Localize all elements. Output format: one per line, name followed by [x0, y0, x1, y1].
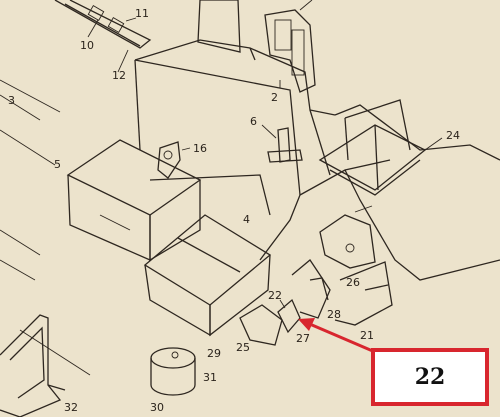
basket-24 [318, 99, 443, 196]
callout-box: 22 [371, 348, 489, 406]
label-5: 5 [54, 158, 61, 171]
peg-6 [261, 124, 303, 163]
label-16: 16 [193, 142, 207, 155]
callout-arrow [298, 318, 376, 354]
box-5 [66, 139, 202, 262]
clamp-16 [157, 141, 191, 179]
label-2: 2 [271, 91, 278, 104]
housing-21 [334, 261, 393, 326]
label-11: 11 [135, 7, 149, 20]
label-4: 4 [243, 213, 250, 226]
label-28: 28 [327, 308, 341, 321]
cylinder-30 [150, 347, 196, 396]
label-32: 32 [64, 401, 78, 414]
upper-mechanism-2 [264, 0, 316, 93]
label-26: 26 [346, 276, 360, 289]
label-29: 29 [207, 347, 221, 360]
label-10: 10 [80, 39, 94, 52]
label-21: 21 [360, 329, 374, 342]
label-22: 22 [268, 289, 282, 302]
rail-assembly [54, 0, 152, 73]
frame-32 [0, 314, 66, 417]
label-24: 24 [446, 129, 460, 142]
bracket-assembly [239, 259, 331, 346]
label-3: 3 [8, 94, 15, 107]
top-plate [197, 0, 241, 53]
label-6: 6 [250, 115, 257, 128]
label-12: 12 [112, 69, 126, 82]
label-27: 27 [296, 332, 310, 345]
box-4 [143, 214, 272, 337]
label-30: 30 [150, 401, 164, 414]
bracket-26 [319, 205, 376, 269]
label-25: 25 [236, 341, 250, 354]
label-31: 31 [203, 371, 217, 384]
